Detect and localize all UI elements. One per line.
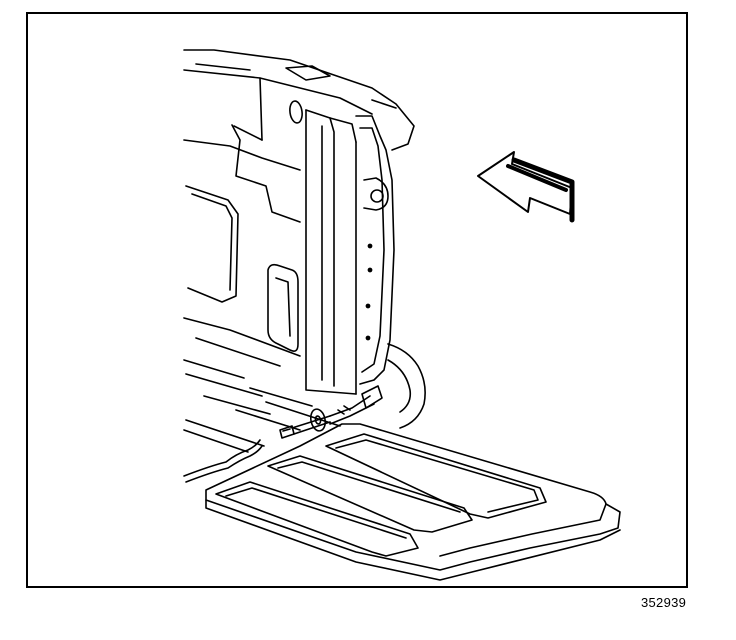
tailgate-panel (205, 423, 621, 581)
tail-lamp-housing (387, 343, 426, 429)
hinge-washer (309, 408, 327, 432)
hinge-pin-receiver (329, 385, 383, 425)
hinge-bracket (355, 99, 397, 385)
tailgate-cable (183, 439, 263, 483)
bolt-hole-icon (370, 189, 384, 203)
truck-bed-wall (183, 49, 415, 367)
tailgate-pillar (305, 109, 357, 395)
figure-reference-number: 352939 (641, 595, 687, 610)
direction-arrow-icon (477, 151, 575, 223)
illustration-frame (26, 12, 688, 588)
